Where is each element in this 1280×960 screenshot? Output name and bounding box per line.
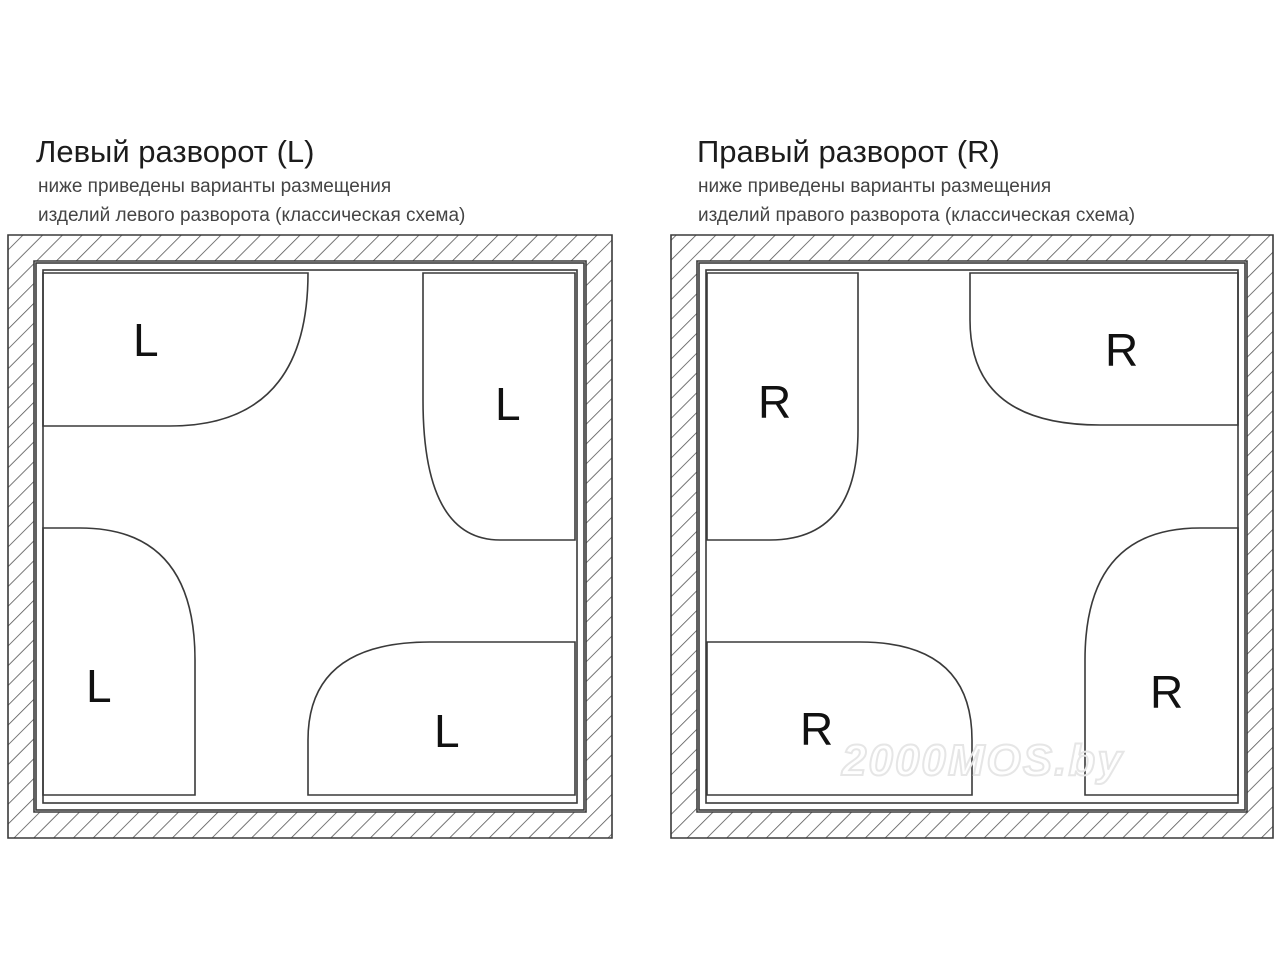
right-room-inner-border	[698, 262, 1246, 811]
right-label-top-left: R	[758, 376, 791, 428]
right-room-plan	[670, 234, 1274, 839]
left-room-wall	[7, 234, 613, 839]
right-label-top-right: R	[1105, 324, 1138, 376]
right-label-bottom-left: R	[800, 703, 833, 755]
right-panel-subtitle: ниже приведены варианты размещения издел…	[698, 172, 1135, 230]
right-tray-bottom-left	[706, 641, 973, 796]
left-subtitle-line1: ниже приведены варианты размещения	[38, 176, 392, 197]
left-label-bottom-right: L	[434, 705, 460, 757]
left-label-bottom-left: L	[86, 660, 112, 712]
right-room-wall	[670, 234, 1274, 839]
left-room-inner-border	[35, 262, 585, 811]
left-panel-title: Левый разворот (L)	[36, 134, 315, 169]
left-tray-bottom-left	[42, 527, 196, 796]
right-subtitle-line2: изделий правого разворота (классическая …	[698, 205, 1136, 226]
left-tray-bottom-right	[307, 641, 576, 796]
left-room-plan	[7, 234, 613, 839]
right-subtitle-line1: ниже приведены варианты размещения	[698, 176, 1052, 197]
left-tray-top-right	[422, 272, 576, 541]
right-tray-top-left	[706, 272, 859, 541]
right-room-floor	[705, 269, 1239, 804]
left-label-top-left: L	[133, 314, 159, 366]
right-panel-title: Правый разворот (R)	[697, 134, 1000, 169]
right-label-bottom-right: R	[1150, 666, 1183, 718]
right-tray-top-right	[969, 272, 1239, 426]
left-subtitle-line2: изделий левого разворота (классическая с…	[38, 205, 466, 226]
left-tray-top-left	[42, 272, 309, 427]
watermark-text: 2000MOS.by	[841, 736, 1124, 785]
right-tray-bottom-right	[1084, 527, 1239, 796]
left-panel-subtitle: ниже приведены варианты размещения издел…	[38, 172, 465, 230]
left-room-floor	[42, 269, 578, 804]
left-label-top-right: L	[495, 378, 521, 430]
